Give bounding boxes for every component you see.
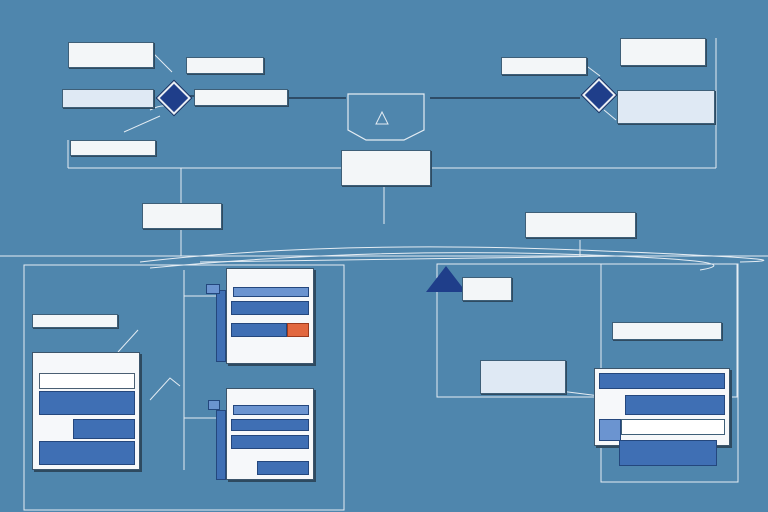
panel-header: [39, 373, 135, 389]
label-box: [462, 277, 512, 301]
document-panel: [226, 388, 314, 480]
list-panel: [594, 368, 730, 446]
panel-bar: [39, 441, 135, 465]
panel-row: [233, 405, 309, 415]
label-box: [62, 89, 154, 108]
panel-row: [231, 435, 309, 449]
highlight-cell: [287, 323, 309, 337]
panel-row: [233, 287, 309, 297]
center-node: [341, 150, 431, 186]
label-box: [186, 57, 264, 74]
document-panel: [226, 268, 314, 364]
label-box: [620, 38, 706, 66]
panel-row: [231, 323, 287, 337]
panel-row: [619, 440, 717, 466]
panel-row: [599, 373, 725, 389]
label-box: [142, 203, 222, 229]
panel-bar: [39, 391, 135, 415]
side-strip: [206, 284, 220, 294]
warning-triangle-icon: [426, 266, 466, 292]
label-box: [32, 314, 118, 328]
label-box: [70, 140, 156, 156]
label-box: [480, 360, 566, 394]
label-box: [194, 89, 288, 106]
side-strip: [216, 410, 226, 480]
panel-row: [231, 301, 309, 315]
label-box: [501, 57, 587, 75]
label-box: [617, 90, 715, 124]
label-box: [612, 322, 722, 340]
side-strip: [208, 400, 220, 410]
panel-row: [231, 419, 309, 431]
side-strip: [216, 290, 226, 362]
label-box: [525, 212, 636, 238]
panel-row: [625, 395, 725, 415]
panel-row: [257, 461, 309, 475]
panel-bar: [73, 419, 135, 439]
panel-header: [621, 419, 725, 435]
label-box: [68, 42, 154, 68]
panel-row: [599, 419, 621, 441]
stack-panel: [32, 352, 140, 470]
